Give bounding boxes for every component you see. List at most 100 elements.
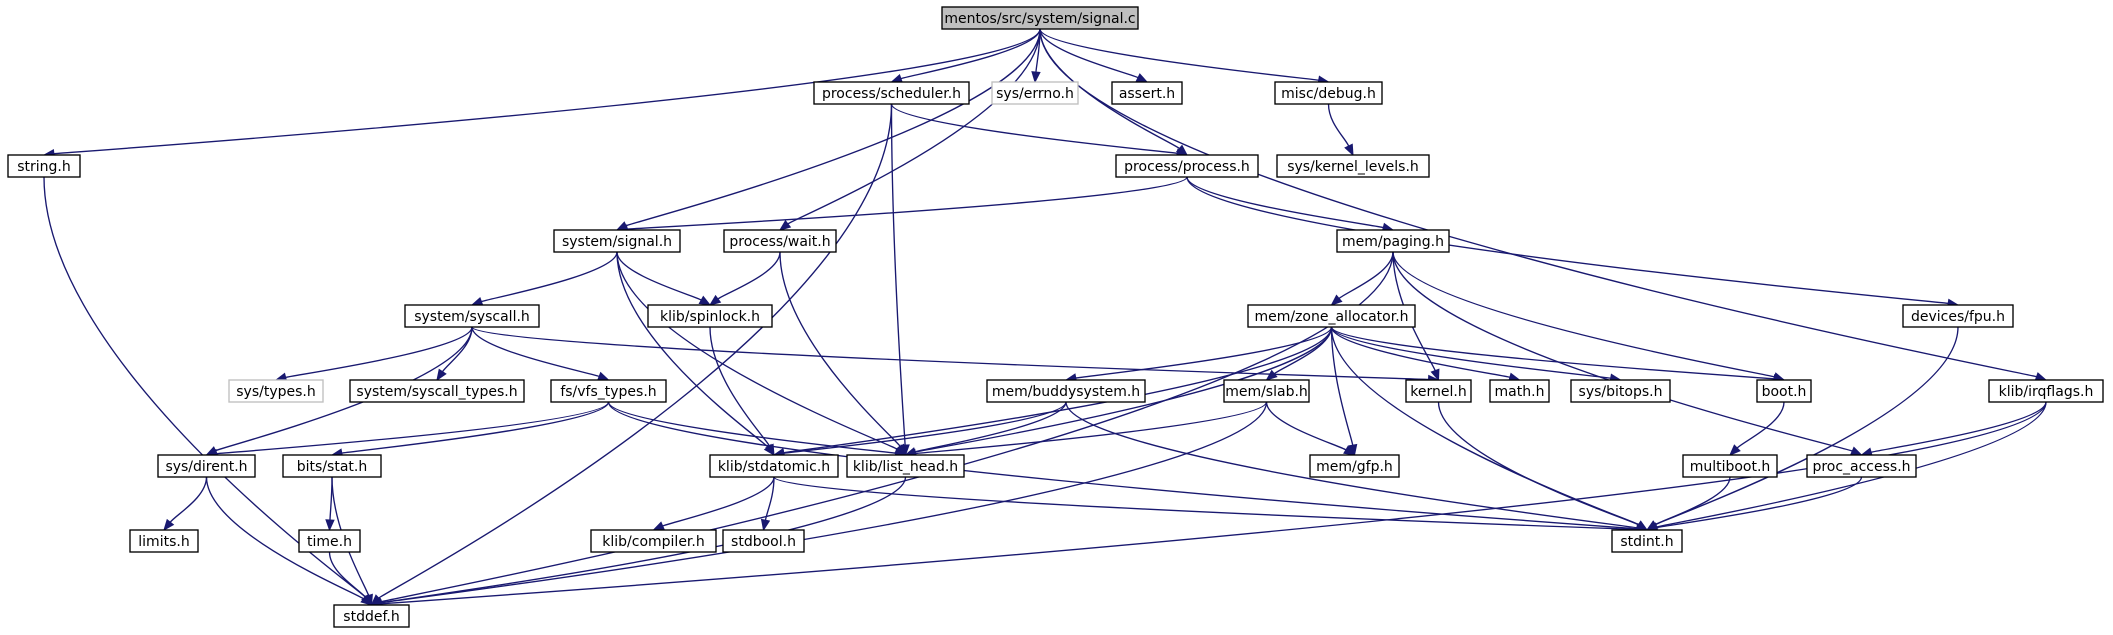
node-slab-h[interactable]: mem/slab.h — [1223, 379, 1310, 403]
edge-line — [625, 28, 1041, 227]
node-box — [722, 529, 805, 553]
arrowhead — [163, 518, 175, 532]
arrowhead — [1849, 446, 1863, 456]
edge-signal_c-to-signal_h — [615, 28, 1041, 231]
node-multiboot-h[interactable]: multiboot.h — [1682, 454, 1778, 478]
node-wait-h[interactable]: process/wait.h — [723, 229, 837, 253]
node-box — [1247, 304, 1416, 328]
node-list-head-h[interactable]: klib/list_head.h — [846, 454, 965, 478]
node-kernel-levels-h[interactable]: sys/kernel_levels.h — [1276, 154, 1430, 178]
node-stddef-h[interactable]: stddef.h — [333, 604, 410, 628]
edge-line — [1338, 251, 1394, 300]
edge-irqflags_h-to-proc_access_h — [1860, 401, 2047, 457]
node-gfp-h[interactable]: mem/gfp.h — [1309, 454, 1400, 478]
node-buddysystem-h[interactable]: mem/buddysystem.h — [986, 379, 1146, 403]
node-fpu-h[interactable]: devices/fpu.h — [1902, 304, 2014, 328]
edge-line — [1655, 476, 1731, 526]
node-label: math.h — [1495, 384, 1545, 400]
node-process-h[interactable]: process/process.h — [1115, 154, 1259, 178]
arrowhead — [698, 295, 712, 306]
node-box — [7, 154, 81, 178]
node-paging-h[interactable]: mem/paging.h — [1336, 229, 1450, 253]
edge-line — [890, 103, 906, 446]
node-box — [1682, 454, 1778, 478]
edge-line — [215, 326, 473, 452]
node-scheduler-h[interactable]: process/scheduler.h — [813, 81, 970, 105]
node-box — [846, 454, 965, 478]
edge-time_h-to-stddef_h — [328, 551, 373, 607]
node-bitops-h[interactable]: sys/bitops.h — [1570, 379, 1671, 403]
edge-line — [1075, 326, 1333, 379]
edge-line — [607, 401, 1638, 530]
node-label: system/syscall.h — [414, 309, 530, 325]
node-syscall-types-h[interactable]: system/syscall_types.h — [349, 379, 525, 403]
node-signal-c[interactable]: mentos/src/system/signal.c — [941, 6, 1139, 30]
node-time-h[interactable]: time.h — [298, 529, 361, 553]
edge-dirent_h-to-limits_h — [163, 476, 208, 532]
node-assert-h[interactable]: assert.h — [1111, 81, 1183, 105]
node-label: mem/gfp.h — [1316, 459, 1393, 475]
edge-signal_h-to-spinlock_h — [616, 251, 712, 306]
edge-line — [1265, 401, 1347, 451]
edge-line — [1437, 401, 1639, 526]
edge-signal_c-to-debug_h — [1039, 28, 1330, 85]
node-label: sys/bitops.h — [1579, 384, 1663, 400]
node-stdint-h[interactable]: stdint.h — [1611, 529, 1683, 553]
edge-line — [381, 476, 907, 604]
node-box — [986, 379, 1146, 403]
node-string-h[interactable]: string.h — [7, 154, 81, 178]
edge-boot_h-to-multiboot_h — [1729, 401, 1785, 456]
node-syscall-h[interactable]: system/syscall.h — [404, 304, 540, 328]
node-irqflags-h[interactable]: klib/irqflags.h — [1988, 379, 2104, 403]
edge-line — [471, 326, 600, 378]
edge-fpu_h-to-stdint_h — [1645, 326, 1959, 531]
node-vfs-types-h[interactable]: fs/vfs_types.h — [550, 379, 667, 403]
node-label: system/syscall_types.h — [356, 384, 517, 400]
edge-line — [1392, 251, 1775, 378]
node-label: klib/stdatomic.h — [718, 459, 830, 475]
arrowhead — [890, 74, 903, 83]
arrowhead — [325, 519, 335, 532]
node-label: boot.h — [1762, 384, 1807, 400]
arrowhead — [652, 521, 666, 531]
edge-line — [607, 401, 896, 454]
node-proc-access-h[interactable]: proc_access.h — [1806, 454, 1917, 478]
edge-line — [900, 28, 1041, 80]
node-stdatomic-h[interactable]: klib/stdatomic.h — [709, 454, 839, 478]
edge-paging_h-to-boot_h — [1392, 251, 1786, 382]
node-box — [349, 379, 525, 403]
node-box — [228, 379, 324, 403]
edge-line — [341, 401, 610, 454]
node-dirent-h[interactable]: sys/dirent.h — [157, 454, 256, 478]
node-stat-h[interactable]: bits/stat.h — [282, 454, 382, 478]
node-label: process/process.h — [1124, 159, 1250, 175]
edge-process_h-to-signal_h — [615, 176, 1188, 234]
node-boot-h[interactable]: boot.h — [1756, 379, 1812, 403]
node-debug-h[interactable]: misc/debug.h — [1274, 81, 1383, 105]
node-spinlock-h[interactable]: klib/spinlock.h — [647, 304, 773, 328]
node-limits-h[interactable]: limits.h — [129, 529, 199, 553]
edge-syscall_h-to-vfs_types_h — [471, 326, 610, 381]
node-zone-allocator-h[interactable]: mem/zone_allocator.h — [1247, 304, 1416, 328]
node-box — [1115, 154, 1259, 178]
node-stdbool-h[interactable]: stdbool.h — [722, 529, 805, 553]
node-box — [647, 304, 773, 328]
node-signal-h[interactable]: system/signal.h — [553, 229, 681, 253]
node-kernel-h[interactable]: kernel.h — [1405, 379, 1472, 403]
edge-signal_c-to-irqflags_h — [1039, 28, 2048, 382]
node-math-h[interactable]: math.h — [1489, 379, 1550, 403]
node-box — [129, 529, 199, 553]
node-label: limits.h — [138, 534, 189, 550]
edge-line — [169, 476, 208, 523]
arrowhead — [361, 593, 373, 607]
edge-buddysystem_h-to-stdatomic_h — [772, 401, 1067, 458]
edge-line — [1186, 176, 1384, 229]
node-box — [1489, 379, 1550, 403]
edge-line — [1065, 401, 1638, 529]
node-box — [298, 529, 361, 553]
node-box — [1611, 529, 1683, 553]
edge-wait_h-to-spinlock_h — [708, 251, 781, 306]
node-compiler-h[interactable]: klib/compiler.h — [590, 529, 717, 553]
node-box — [991, 81, 1079, 105]
